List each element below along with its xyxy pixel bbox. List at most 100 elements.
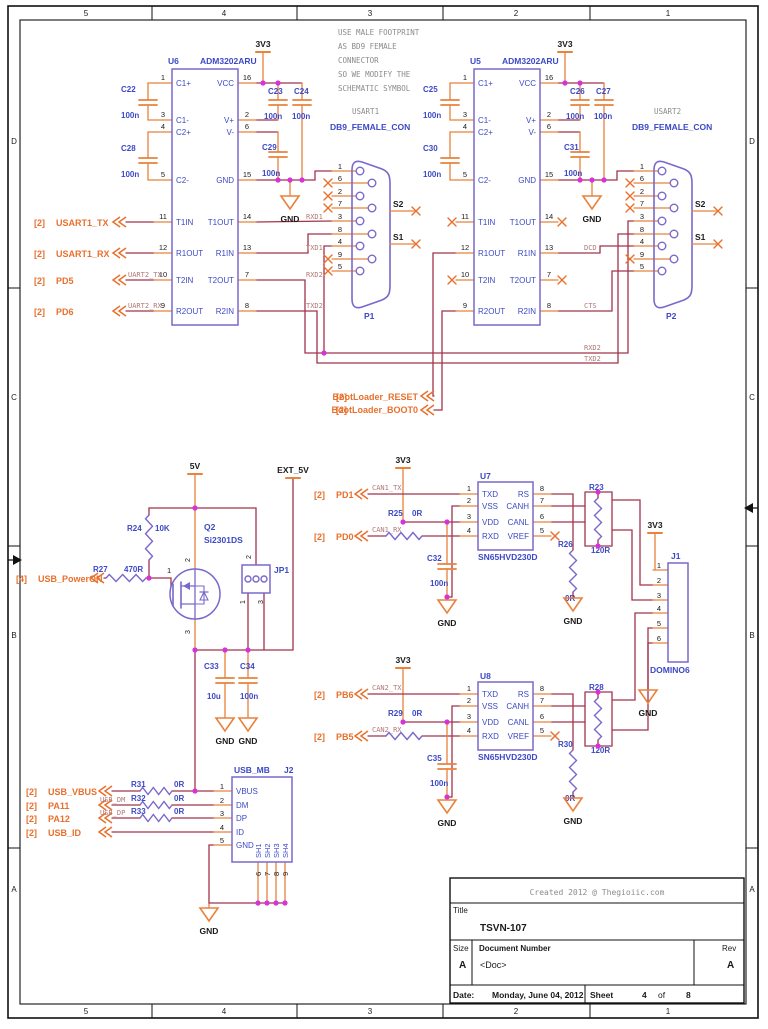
- no-connect-x: [625, 191, 635, 201]
- wire-net: [255, 220, 333, 223]
- junction-dot: [192, 788, 198, 794]
- junction-dot: [444, 594, 450, 600]
- pin-number: 6: [657, 634, 661, 643]
- pin-name: C1-: [176, 116, 189, 125]
- signal-flag-label: [2]: [34, 249, 45, 259]
- wire-net: [446, 505, 461, 598]
- pin-number: 1: [338, 162, 342, 171]
- frame-col-label: 4: [222, 9, 227, 18]
- resistor-value: 120R: [591, 546, 610, 555]
- signal-flag-label: BootLoader_BOOT0: [331, 405, 418, 415]
- pin-name: DM: [236, 801, 249, 810]
- flag-chevron-icon: [97, 826, 113, 838]
- pin-number: 1: [161, 73, 165, 82]
- pin-number: 1: [640, 162, 644, 171]
- pin-number: 5: [640, 262, 644, 271]
- pin-name: GND: [518, 176, 536, 185]
- pin-name: R1OUT: [478, 249, 505, 258]
- pin-name: TXD: [482, 490, 498, 499]
- pin-name: T1OUT: [208, 218, 234, 227]
- wire-net: [611, 612, 654, 701]
- junction-dot: [192, 647, 198, 653]
- junction-dot: [444, 519, 450, 525]
- flag-chevron-icon: [419, 390, 435, 402]
- signal-flag-label: [2]: [314, 532, 325, 542]
- flag-chevron-icon: [111, 247, 127, 259]
- net-name-label: CAN1_TX: [372, 484, 402, 492]
- wire-net: [550, 693, 574, 751]
- pin-name: R2IN: [216, 307, 234, 316]
- pin-number: 12: [159, 243, 167, 252]
- pin-name: TXD: [482, 690, 498, 699]
- signal-flag-label: [4]: [16, 574, 27, 584]
- shell-pin-label: S2: [393, 199, 404, 209]
- gnd-symbol: [279, 195, 301, 211]
- pin-number: 16: [545, 73, 553, 82]
- pin-name: SH2: [263, 843, 272, 858]
- signal-flag-label: [2]: [26, 828, 37, 838]
- mosfet-arrow: [183, 582, 190, 590]
- ic-body-U7: [477, 481, 534, 551]
- no-connect-x: [625, 178, 635, 188]
- cap-ref: C32: [427, 554, 442, 563]
- sheet-inner-border: [19, 19, 747, 1005]
- frame-col-label: 5: [84, 9, 89, 18]
- note-line: SCHEMATIC SYMBOL: [338, 84, 411, 93]
- ic-body-U6: [171, 68, 239, 326]
- resistor: [568, 549, 578, 593]
- resistor: [385, 731, 423, 741]
- pin-number: 2: [338, 187, 342, 196]
- wire-net: [647, 642, 654, 691]
- no-connect-x: [550, 531, 560, 541]
- flag-chevron-icon: [97, 799, 113, 811]
- pin-number: 7: [547, 270, 551, 279]
- junction-dot: [589, 177, 595, 183]
- pin-number: 6: [540, 712, 544, 721]
- pin-number: 4: [640, 237, 644, 246]
- pin-name: CANH: [506, 702, 529, 711]
- pin-number: 3: [467, 512, 471, 521]
- resistor: [385, 531, 423, 541]
- cap-ref: C23: [268, 87, 283, 96]
- flag-chevron-icon: [97, 785, 113, 797]
- pin-number: 3: [463, 110, 467, 119]
- connector-type: DB9_FEMALE_CON: [330, 122, 410, 132]
- pin-number: 4: [467, 726, 471, 735]
- pin-number: 8: [338, 225, 342, 234]
- connector-type: DB9_FEMALE_CON: [632, 122, 712, 132]
- signal-flag-label: [2]: [34, 307, 45, 317]
- junction-dot: [444, 719, 450, 725]
- pin-number: 8: [245, 301, 249, 310]
- cap-ref: C28: [121, 144, 136, 153]
- gnd-symbol: [214, 717, 236, 733]
- db9-hole: [355, 266, 365, 276]
- port-label: USART1: [352, 107, 379, 116]
- gnd-symbol: [637, 689, 659, 705]
- gnd-symbol: [436, 599, 458, 615]
- cap-value: 100n: [292, 112, 310, 121]
- pin-number: 9: [463, 301, 467, 310]
- db9-hole: [657, 266, 667, 276]
- pin-name: V-: [226, 128, 234, 137]
- pin-number: 6: [640, 174, 644, 183]
- resistor-value: 120R: [591, 746, 610, 755]
- resistor: [568, 749, 578, 793]
- pin-number: 8: [640, 225, 644, 234]
- junction-dot: [273, 900, 279, 906]
- cap-value: 100n: [566, 112, 584, 121]
- frame-row-label: D: [11, 137, 17, 146]
- gnd-label: GND: [239, 736, 258, 746]
- pin-name: R2OUT: [478, 307, 505, 316]
- pin-number: 2: [185, 558, 192, 562]
- pin-number: 6: [540, 512, 544, 521]
- size-label: Size: [453, 944, 469, 953]
- connector-value: USB_MB: [234, 765, 270, 775]
- no-connect-x: [713, 239, 723, 249]
- pin-name: SH4: [281, 843, 290, 858]
- pin-name: VREF: [508, 732, 529, 741]
- junction-dot: [601, 177, 607, 183]
- cap-ref: C25: [423, 85, 438, 94]
- cap-value: 100n: [264, 112, 282, 121]
- pin-name: R1OUT: [176, 249, 203, 258]
- junction-dot: [299, 177, 305, 183]
